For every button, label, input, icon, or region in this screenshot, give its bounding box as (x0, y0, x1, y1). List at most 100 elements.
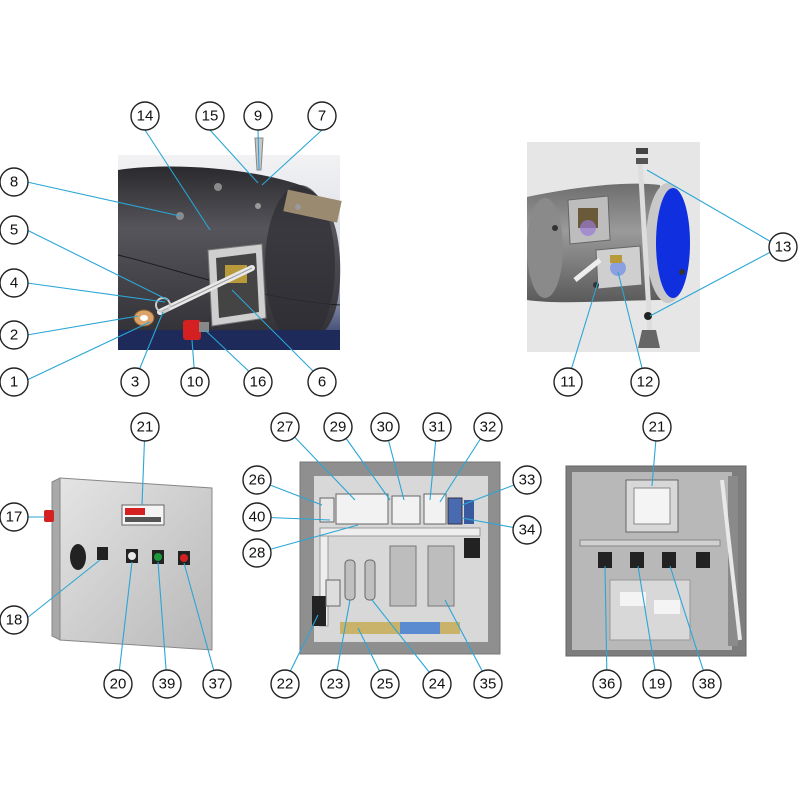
leader-39 (157, 561, 168, 683)
svg-text:1: 1 (10, 374, 18, 391)
leader-12 (617, 271, 646, 381)
callout-3: 3 (120, 367, 150, 397)
callout-10: 10 (180, 367, 210, 397)
leader-13a (646, 169, 781, 248)
svg-text:35: 35 (480, 676, 497, 693)
callout-16: 16 (243, 367, 273, 397)
svg-text:26: 26 (249, 472, 266, 489)
svg-text:30: 30 (377, 419, 394, 436)
callout-30: 30 (370, 412, 400, 442)
svg-text:7: 7 (318, 108, 326, 125)
svg-text:31: 31 (429, 419, 446, 436)
callout-29: 29 (323, 412, 353, 442)
callout-36: 36 (592, 669, 622, 699)
svg-text:12: 12 (637, 374, 654, 391)
svg-text:27: 27 (277, 419, 294, 436)
svg-text:10: 10 (187, 374, 204, 391)
duct-render (117, 137, 342, 350)
svg-text:15: 15 (202, 108, 219, 125)
svg-text:17: 17 (6, 509, 23, 526)
svg-text:25: 25 (377, 676, 394, 693)
leader-38 (669, 565, 708, 683)
leader-29 (337, 426, 391, 501)
callout-5: 5 (0, 215, 29, 245)
svg-text:29: 29 (330, 419, 347, 436)
leader-24 (371, 599, 438, 683)
svg-text:14: 14 (137, 108, 154, 125)
leader-14 (144, 129, 211, 231)
leader-28 (256, 524, 359, 554)
callout-1: 1 (0, 367, 29, 397)
callout-35: 35 (473, 669, 503, 699)
callout-38: 38 (692, 669, 722, 699)
svg-text:33: 33 (519, 472, 536, 489)
callout-17: 17 (0, 502, 29, 532)
svg-text:18: 18 (6, 612, 23, 629)
callout-24: 24 (422, 669, 452, 699)
svg-text:11: 11 (560, 374, 576, 391)
callout-22: 22 (270, 669, 300, 699)
svg-text:3: 3 (131, 374, 139, 391)
callout-21-open: 21 (642, 412, 672, 442)
leader-20 (117, 561, 133, 683)
leader-36 (604, 565, 608, 683)
leader-11 (567, 281, 599, 381)
callouts: 14 15 9 7 8 5 4 2 1 3 10 16 6 13 11 12 2… (0, 101, 798, 699)
leader-4 (26, 282, 166, 303)
callout-12: 12 (630, 367, 660, 397)
callout-34: 34 (512, 515, 542, 545)
leader-19 (637, 565, 658, 683)
callout-14: 14 (130, 101, 160, 131)
callout-6: 6 (307, 367, 337, 397)
callout-33: 33 (512, 465, 542, 495)
svg-text:23: 23 (327, 676, 344, 693)
callout-15: 15 (195, 101, 225, 131)
svg-text:20: 20 (110, 676, 127, 693)
callout-7: 7 (307, 101, 337, 131)
leader-6 (231, 289, 323, 381)
leader-9 (257, 129, 260, 171)
callout-25: 25 (370, 669, 400, 699)
svg-text:19: 19 (649, 676, 666, 693)
callout-27: 27 (270, 412, 300, 442)
control-cabinet-closed (44, 477, 213, 651)
svg-text:34: 34 (519, 522, 536, 539)
svg-text:6: 6 (318, 374, 326, 391)
svg-text:28: 28 (249, 545, 266, 562)
leader-15 (209, 129, 259, 184)
callout-37: 37 (202, 669, 232, 699)
leader-13b (649, 246, 781, 317)
control-cabinet-inner (565, 465, 747, 657)
svg-text:22: 22 (277, 676, 294, 693)
svg-text:21: 21 (649, 419, 666, 436)
leader-2 (26, 315, 139, 336)
svg-text:38: 38 (699, 676, 716, 693)
leader-37 (183, 562, 218, 683)
callout-28: 28 (242, 538, 272, 568)
svg-text:21: 21 (137, 419, 154, 436)
svg-text:39: 39 (159, 676, 176, 693)
callout-21-closed: 21 (130, 412, 160, 442)
leader-27 (284, 426, 356, 501)
svg-text:13: 13 (775, 239, 792, 256)
leader-8 (26, 181, 181, 217)
svg-text:2: 2 (10, 327, 18, 344)
callout-9: 9 (243, 101, 273, 131)
callout-13: 13 (768, 232, 798, 262)
callout-26: 26 (242, 465, 272, 495)
leader-7 (261, 129, 323, 186)
svg-text:24: 24 (429, 676, 446, 693)
control-cabinet-open (299, 461, 501, 655)
svg-text:4: 4 (10, 275, 18, 292)
leader-18 (26, 559, 101, 619)
duct-assembly-render (527, 142, 700, 352)
svg-text:32: 32 (480, 419, 497, 436)
svg-text:36: 36 (599, 676, 616, 693)
svg-text:37: 37 (209, 676, 226, 693)
callout-19: 19 (642, 669, 672, 699)
svg-text:5: 5 (10, 222, 18, 239)
callout-2: 2 (0, 320, 29, 350)
svg-text:9: 9 (254, 108, 262, 125)
callout-32: 32 (473, 412, 503, 442)
callout-39: 39 (152, 669, 182, 699)
